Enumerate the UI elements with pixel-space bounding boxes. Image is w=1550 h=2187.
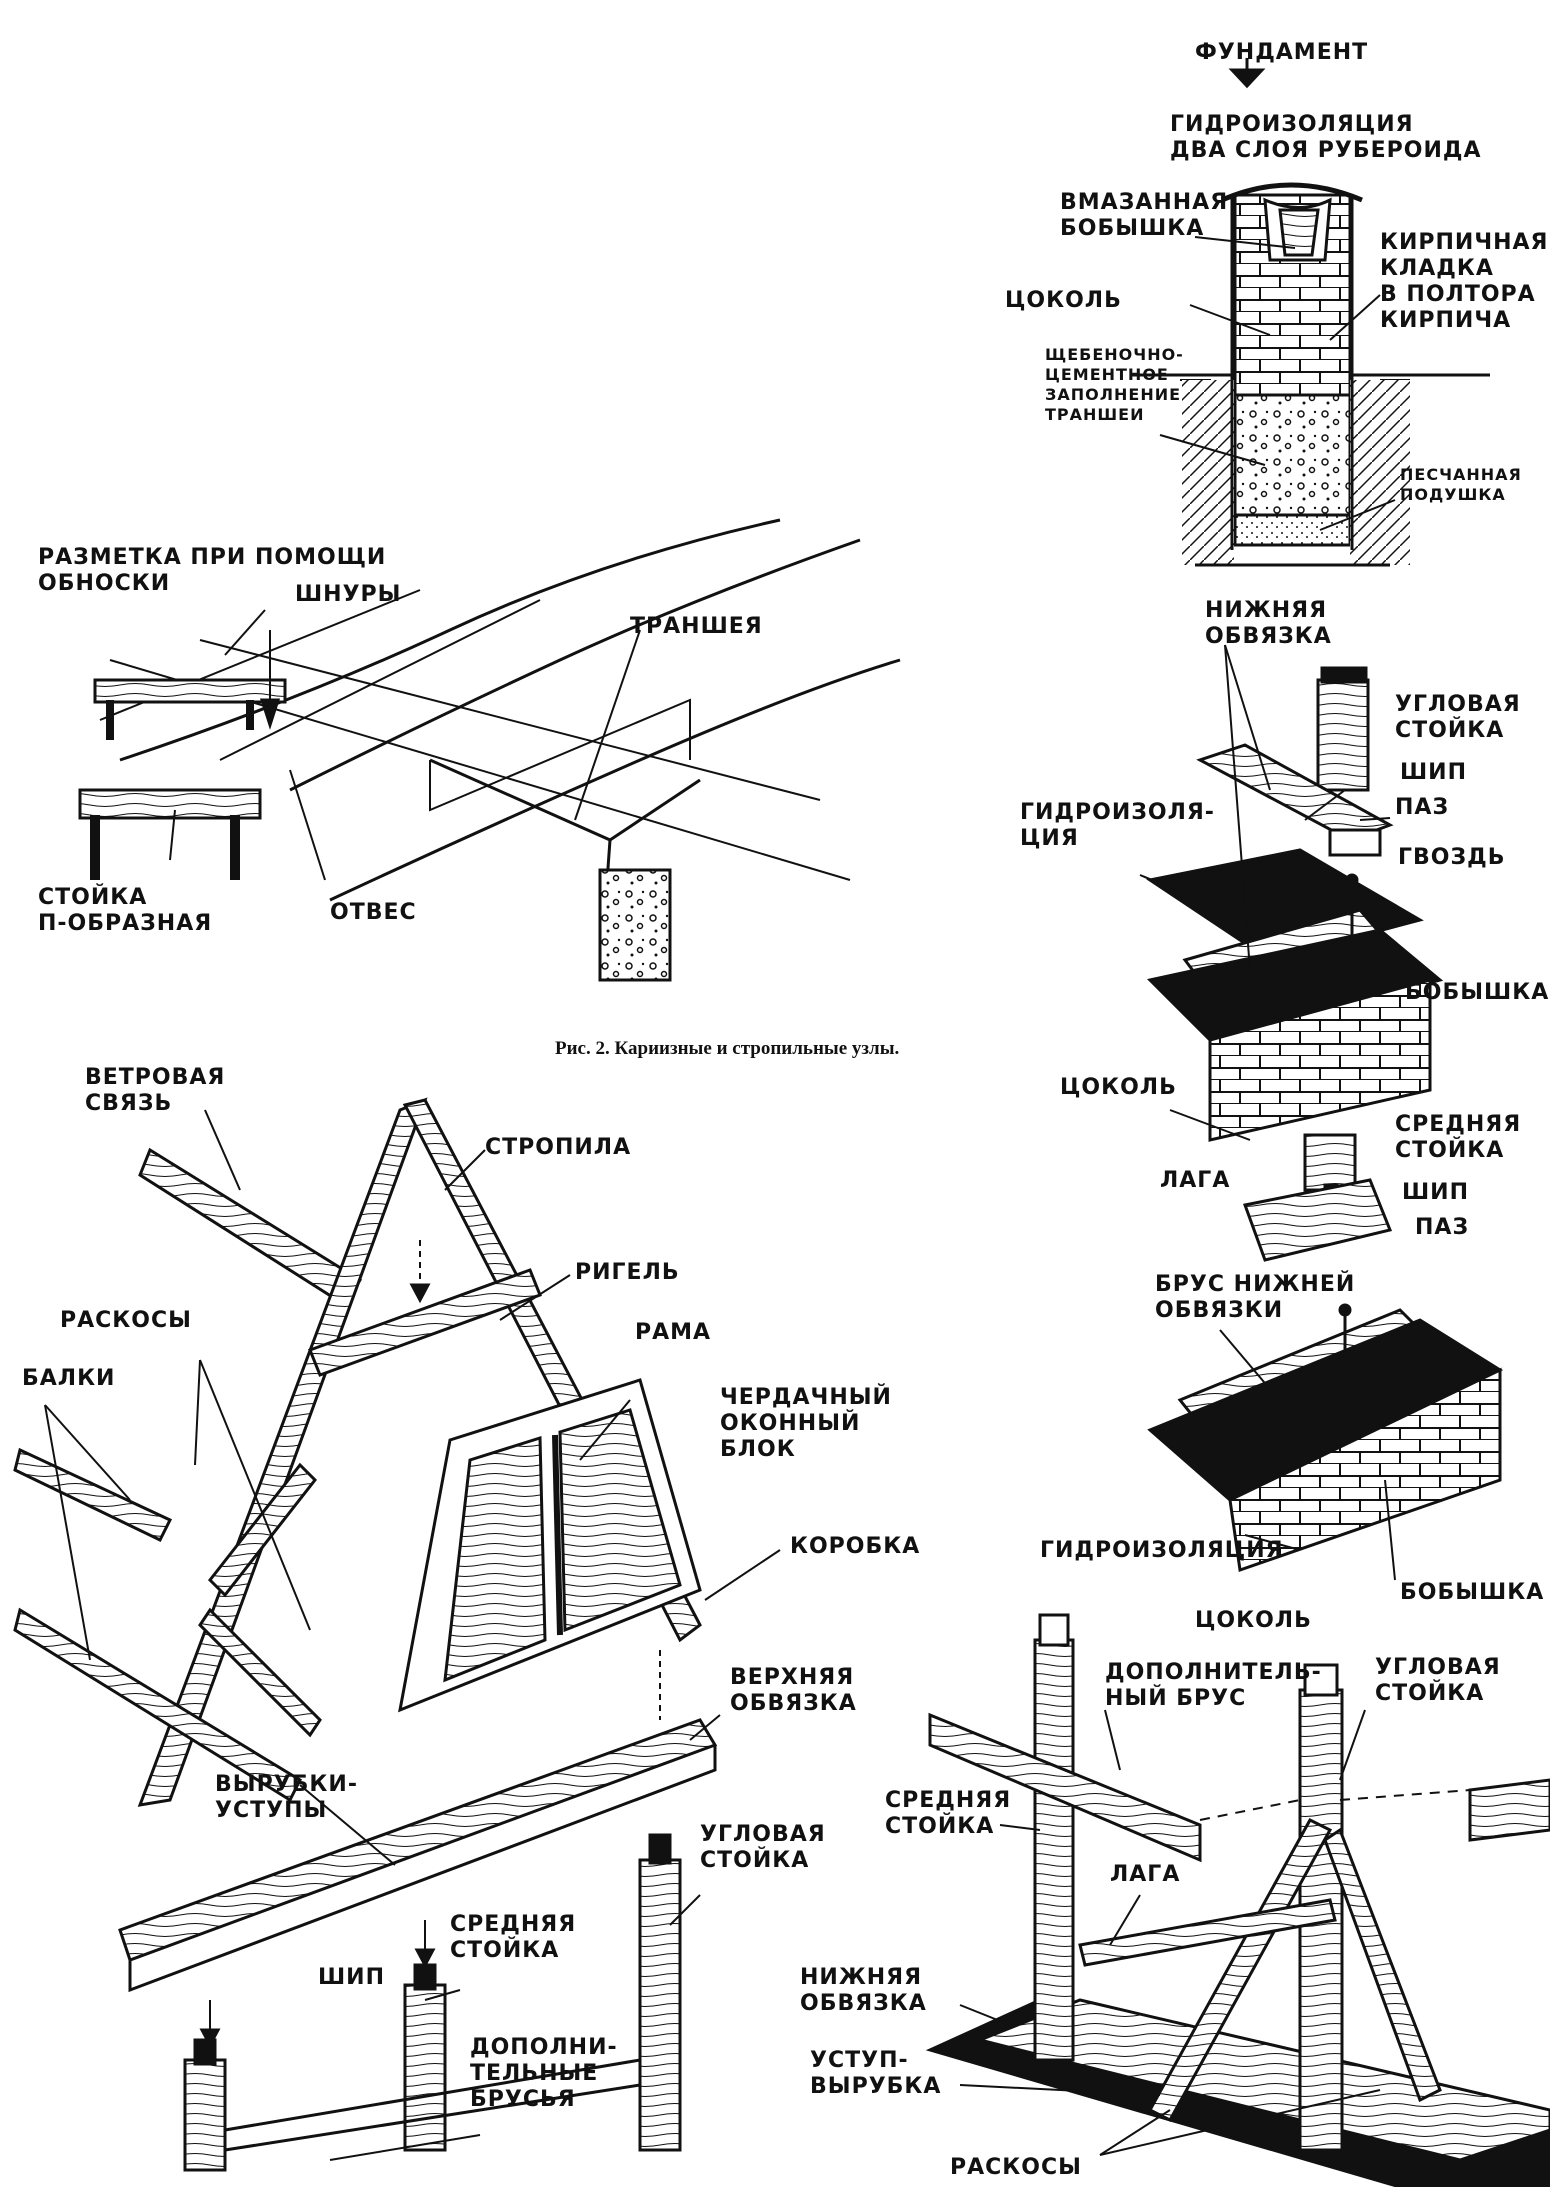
vmazannaya-label: ВМАЗАННАЯ БОБЫШКА xyxy=(1060,190,1229,241)
laga-label-1: ЛАГА xyxy=(1160,1168,1231,1193)
otves-label: ОТВЕС xyxy=(330,900,417,925)
rama-label: РАМА xyxy=(635,1320,712,1345)
srednyaya-stoyka-label-3: СРЕДНЯЯ СТОЙКА xyxy=(885,1788,1012,1839)
vyrubki-label: ВЫРУБКИ- УСТУПЫ xyxy=(215,1772,358,1823)
verhnyaya-label: ВЕРХНЯЯ ОБВЯЗКА xyxy=(730,1665,857,1716)
bobyshka-label-2: БОБЫШКА xyxy=(1400,1580,1545,1605)
marking-section xyxy=(78,518,901,982)
shchebenochno-label: ЩЕБЕНОЧНО- ЦЕМЕНТНОЕ ЗАПОЛНЕНИЕ ТРАНШЕИ xyxy=(1045,345,1184,424)
hydro-two-layers-label: ГИДРОИЗОЛЯЦИЯ ДВА СЛОЯ РУБЕРОИДА xyxy=(1170,112,1482,163)
stropila-label: СТРОПИЛА xyxy=(485,1135,632,1160)
raskosy-label-1: РАСКОСЫ xyxy=(60,1308,192,1333)
srednyaya-stoyka-label-1: СРЕДНЯЯ СТОЙКА xyxy=(1395,1112,1522,1163)
brus-nizhney-label: БРУС НИЖНЕЙ ОБВЯЗКИ xyxy=(1155,1272,1356,1323)
razmetka-label: РАЗМЕТКА ПРИ ПОМОЩИ ОБНОСКИ xyxy=(38,545,387,596)
ustup-label: УСТУП- ВЫРУБКА xyxy=(810,2048,942,2099)
dopolnitelnye-label: ДОПОЛНИ- ТЕЛЬНЫЕ БРУСЬЯ xyxy=(470,2035,618,2112)
figure-caption: Рис. 2. Кариизные и стропильные узлы. xyxy=(555,1038,900,1059)
fundament-label: ФУНДАМЕНТ xyxy=(1195,40,1369,65)
nizhnyaya-obvyazka-label-1: НИЖНЯЯ ОБВЯЗКА xyxy=(1205,598,1332,649)
gidroizolyatsiya-label-2: ГИДРОИЗОЛЯЦИЯ xyxy=(1040,1538,1284,1563)
corner-frame-section xyxy=(925,1613,1550,2187)
shnury-label: ШНУРЫ xyxy=(295,582,402,607)
stoyka-p-label: СТОЙКА П-ОБРАЗНАЯ xyxy=(38,885,213,936)
ship-label-3: ШИП xyxy=(318,1965,386,1990)
dopolnitelny-brus-label: ДОПОЛНИТЕЛЬ- НЫЙ БРУС xyxy=(1105,1660,1322,1711)
gvozd-label: ГВОЗДЬ xyxy=(1398,845,1506,870)
raskosy-label-2: РАСКОСЫ xyxy=(950,2155,1082,2180)
balki-label: БАЛКИ xyxy=(22,1366,116,1391)
laga-label-2: ЛАГА xyxy=(1110,1862,1181,1887)
bobyshka-label-1: БОБЫШКА xyxy=(1405,980,1550,1005)
srednyaya-stoyka-label-2: СРЕДНЯЯ СТОЙКА xyxy=(450,1912,577,1963)
uglovaya-stoyka-label-3: УГЛОВАЯ СТОЙКА xyxy=(1375,1655,1501,1706)
ship-label-1: ШИП xyxy=(1400,760,1468,785)
sill-exploded-section xyxy=(1139,644,1504,1581)
kirpichnaya-label: КИРПИЧНАЯ КЛАДКА В ПОЛТОРА КИРПИЧА xyxy=(1380,230,1549,333)
uglovaya-stoyka-label-2: УГЛОВАЯ СТОЙКА xyxy=(700,1822,826,1873)
vetrovaya-label: ВЕТРОВАЯ СВЯЗЬ xyxy=(85,1065,226,1116)
rigel-label: РИГЕЛЬ xyxy=(575,1260,680,1285)
paz-label-2: ПАЗ xyxy=(1415,1215,1470,1240)
tsokol-label-3: ЦОКОЛЬ xyxy=(1195,1608,1312,1633)
cherdachny-label: ЧЕРДАЧНЫЙ ОКОННЫЙ БЛОК xyxy=(720,1385,892,1462)
transheya-label: ТРАНШЕЯ xyxy=(630,614,763,639)
roof-frame-section xyxy=(13,1097,781,2172)
gidroizolyatsiya-label-1: ГИДРОИЗОЛЯ- ЦИЯ xyxy=(1020,800,1215,851)
korobka-label: КОРОБКА xyxy=(790,1534,921,1559)
tsokol-label-2: ЦОКОЛЬ xyxy=(1060,1075,1177,1100)
uglovaya-stoyka-label-1: УГЛОВАЯ СТОЙКА xyxy=(1395,692,1521,743)
ship-label-2: ШИП xyxy=(1402,1180,1470,1205)
foundation-section xyxy=(1130,58,1490,567)
peschannaya-label: ПЕСЧАННАЯ ПОДУШКА xyxy=(1400,465,1522,504)
paz-label-1: ПАЗ xyxy=(1395,795,1450,820)
nizhnyaya-obvyazka-label-2: НИЖНЯЯ ОБВЯЗКА xyxy=(800,1965,927,2016)
tsokol-top-label: ЦОКОЛЬ xyxy=(1005,288,1122,313)
